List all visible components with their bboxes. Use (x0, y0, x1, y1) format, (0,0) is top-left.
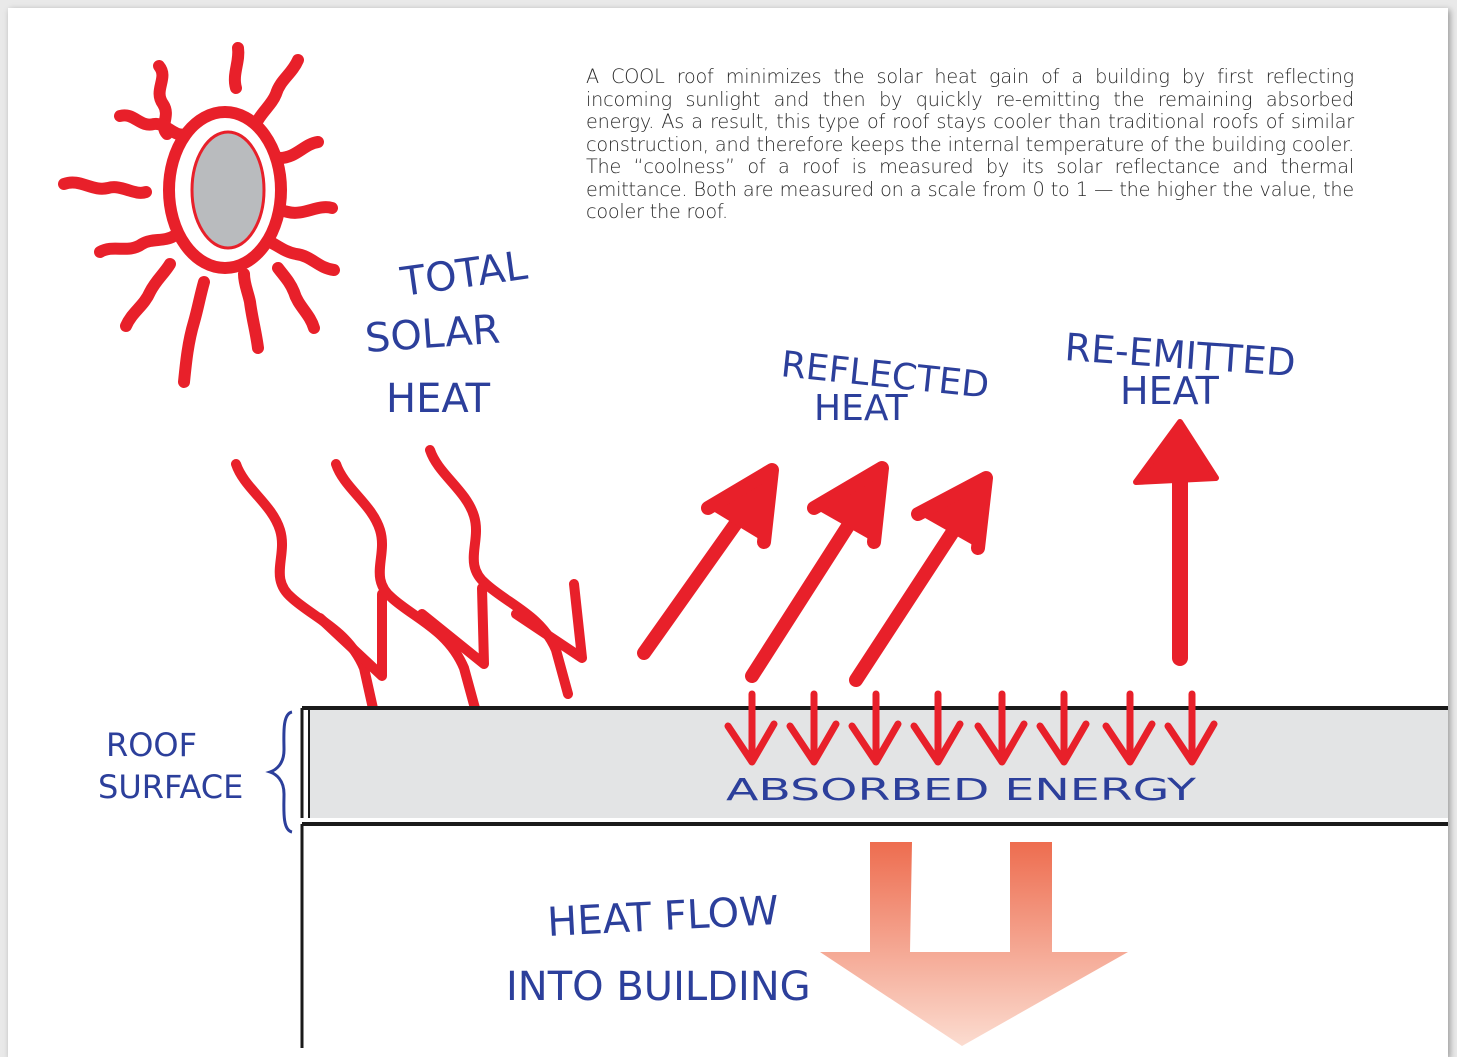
total-solar-heat-label: TOTAL SOLAR HEAT (363, 243, 530, 422)
reflected-heat-line-2: HEAT (814, 388, 909, 429)
block-down-arrow-icon (820, 842, 1128, 1046)
wavy-down-arrow-icon (430, 450, 582, 694)
total-solar-heat-line-2: SOLAR (363, 307, 501, 362)
re-emitted-heat-line-2: HEAT (1120, 369, 1220, 413)
absorbed-energy-label: ABSORBED ENERGY (726, 773, 1197, 808)
roof-surface-label: ROOF SURFACE (98, 712, 292, 832)
heat-flow-line-1: HEAT FLOW (546, 888, 780, 946)
roof-surface-line-1: ROOF (106, 726, 197, 764)
roof-surface-line-2: SURFACE (98, 768, 243, 806)
total-solar-heat-line-3: HEAT (386, 376, 491, 422)
re-emitted-heat-label: RE-EMITTED HEAT (1063, 325, 1297, 413)
total-solar-heat-line-1: TOTAL (397, 243, 531, 306)
heat-flow-label: HEAT FLOW INTO BUILDING (506, 888, 811, 1010)
up-arrow-icon (1136, 422, 1216, 658)
diagram-sheet: A COOL roof minimizes the solar heat gai… (8, 8, 1448, 1057)
heat-flow-line-2: INTO BUILDING (506, 964, 811, 1010)
cool-roof-diagram: TOTAL SOLAR HEAT REFLECTED HEAT (8, 8, 1448, 1057)
brace-icon (270, 712, 292, 832)
up-right-arrow-icon (644, 470, 772, 653)
sun-icon (64, 48, 334, 382)
reflected-heat-label: REFLECTED HEAT (779, 344, 991, 429)
